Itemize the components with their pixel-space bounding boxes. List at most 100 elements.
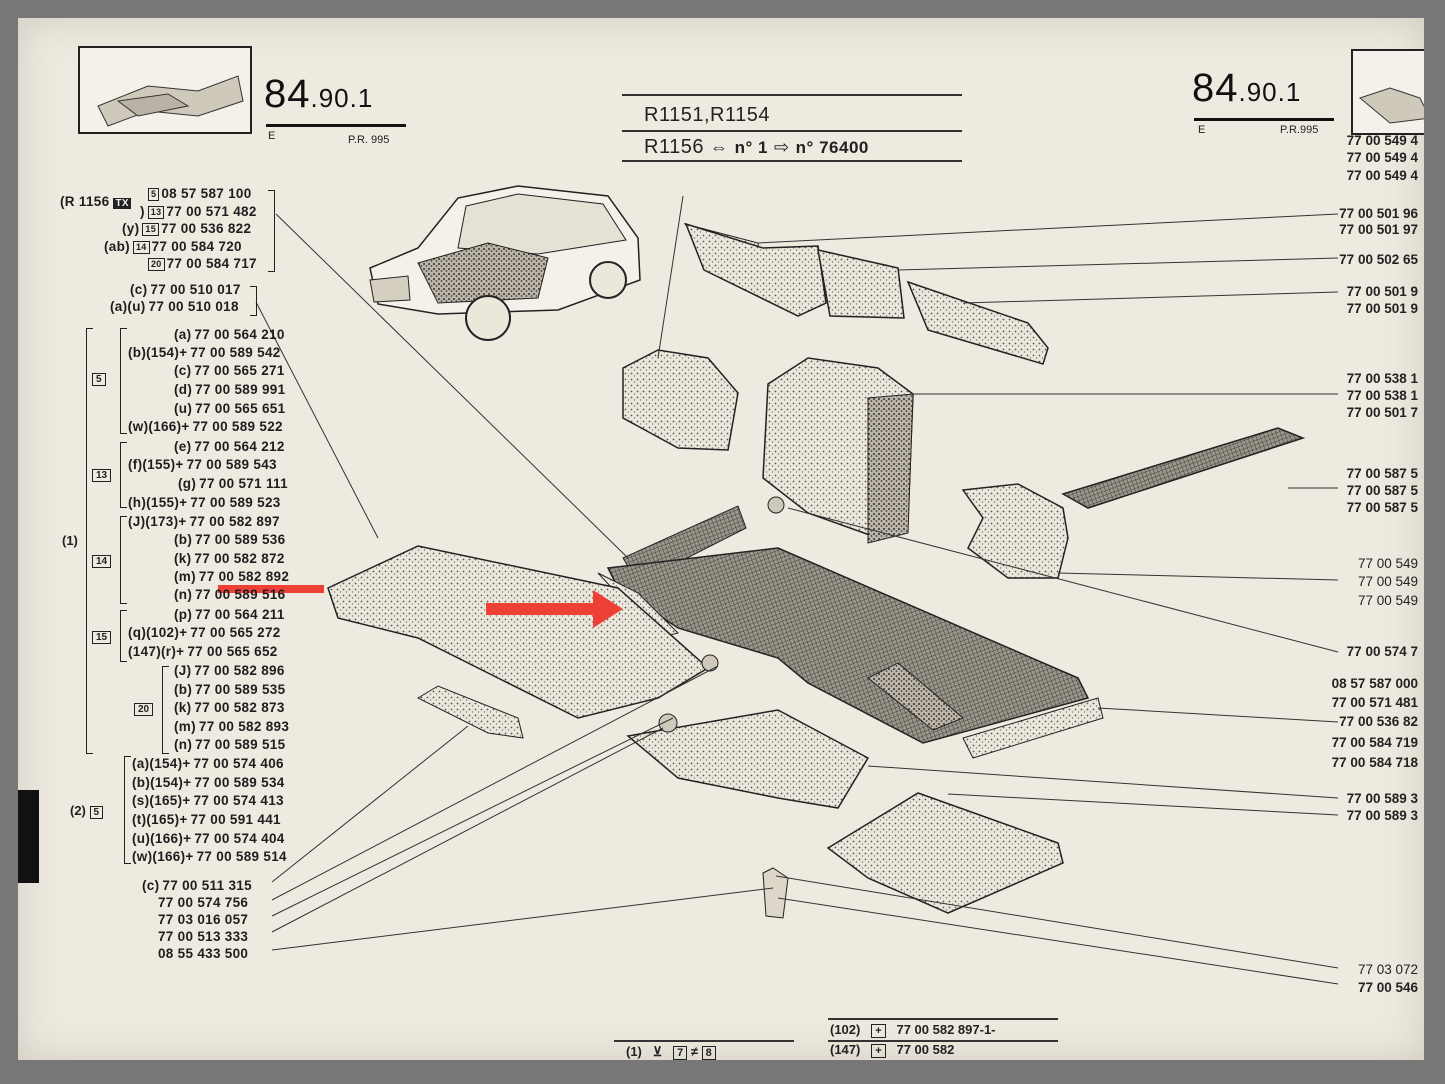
group-2-label: (2) 5	[70, 803, 104, 819]
section-number-left: 84.90.1	[264, 72, 374, 116]
car-illustration	[369, 185, 641, 341]
part-code: (a)(154)+77 00 574 406	[132, 756, 284, 771]
part-code-right: 77 00 584 718	[1331, 755, 1418, 770]
model-line-1: R1151,R1154	[644, 104, 770, 126]
part-code-right: 77 00 584 719	[1331, 735, 1418, 750]
brace	[124, 756, 131, 864]
part-code: (n)77 00 589 515	[174, 737, 286, 752]
qty-badge-5: 5	[92, 370, 106, 386]
part-code: (a)77 00 564 210	[174, 327, 285, 342]
part-code: (b)77 00 589 535	[174, 682, 286, 697]
part-code: (m)77 00 582 892	[174, 569, 290, 584]
footer-row: (102) + 77 00 582 897-1-	[830, 1022, 996, 1038]
part-code-right: 77 00 549 4	[1346, 150, 1418, 165]
model-rule-mid	[622, 130, 962, 132]
part-code: (k)77 00 582 873	[174, 700, 285, 715]
part-code-right: 77 00 587 5	[1346, 500, 1418, 515]
qty-badge-15: 15	[92, 628, 112, 644]
part-code-right: 77 00 549	[1357, 556, 1418, 571]
part-code-right: 77 00 501 7	[1346, 405, 1418, 420]
part-code: 77 00 513 333	[158, 929, 249, 944]
part-code: (d)77 00 589 991	[174, 382, 286, 397]
part-code-right: 77 00 538 1	[1346, 388, 1418, 403]
group-1-label: (1)	[62, 533, 78, 548]
part-code-right: 77 00 587 5	[1346, 483, 1418, 498]
footer-row: (147) + 77 00 582	[830, 1042, 955, 1058]
part-code-right: 77 00 589 3	[1346, 808, 1418, 823]
part-code: (147)(r)+77 00 565 652	[128, 644, 278, 659]
page-tab-marker	[18, 790, 39, 883]
part-code-right: 77 00 536 82	[1339, 714, 1418, 729]
section-thumbnail-left	[78, 46, 252, 134]
red-arrow-left	[218, 585, 324, 593]
red-arrow-right	[486, 590, 623, 628]
brace	[268, 190, 275, 272]
part-code: (g)77 00 571 111	[178, 476, 288, 491]
part-code-right: 77 00 538 1	[1346, 371, 1418, 386]
part-code-right: 77 00 501 9	[1346, 301, 1418, 316]
part-code: (a)(u)77 00 510 018	[110, 299, 239, 314]
model-rule-top	[622, 94, 962, 96]
part-code-right: 77 00 589 3	[1346, 791, 1418, 806]
part-code-right: 77 00 501 97	[1339, 222, 1418, 237]
pr-left: P.R. 995	[348, 134, 390, 146]
part-code-right: 77 00 571 481	[1331, 695, 1418, 710]
brace	[120, 610, 127, 662]
part-code-right: 77 00 546	[1357, 980, 1418, 995]
part-code: (J)(173)+77 00 582 897	[128, 514, 280, 529]
part-code: (b)77 00 589 536	[174, 532, 286, 547]
part-code: (e)77 00 564 212	[174, 439, 285, 454]
part-code: (u)77 00 565 651	[174, 401, 286, 416]
brace	[120, 516, 127, 604]
qty-badge-20: 20	[134, 700, 154, 716]
part-code: 77 00 574 756	[158, 895, 249, 910]
part-code-right: 08 57 587 000	[1331, 676, 1418, 691]
section-number-right: 84.90.1	[1192, 66, 1302, 110]
brace	[120, 328, 127, 434]
part-code-right: 77 00 501 96	[1339, 206, 1418, 221]
qty-badge-14: 14	[92, 552, 112, 568]
edition-left: E	[268, 130, 276, 142]
brace	[120, 442, 127, 508]
footer-rule	[828, 1040, 1058, 1042]
pr-right: P.R.995	[1280, 124, 1319, 136]
model-rule-bottom	[622, 160, 962, 162]
part-code: 08 55 433 500	[158, 946, 249, 961]
part-code: (q)(102)+77 00 565 272	[128, 625, 281, 640]
part-code: (c)77 00 511 315	[142, 878, 252, 893]
catalog-page: 84.90.1 E P.R. 995 R1151,R1154 R1156 ⇔ n…	[18, 18, 1424, 1060]
part-code: (w)(166)+77 00 589 514	[132, 849, 287, 864]
part-code: (n)77 00 589 516	[174, 587, 286, 602]
part-code: (c)77 00 565 271	[174, 363, 285, 378]
edition-right: E	[1198, 124, 1206, 136]
part-code: (J)77 00 582 896	[174, 663, 285, 678]
part-code-right: 77 00 502 65	[1339, 252, 1418, 267]
part-code-right: 77 00 574 7	[1346, 644, 1418, 659]
part-code-right: 77 00 587 5	[1346, 466, 1418, 481]
part-code: (c)77 00 510 017	[130, 282, 241, 297]
part-code: (b)(154)+77 00 589 534	[132, 775, 285, 790]
group-r1156-label: (R 1156 TX	[60, 194, 131, 209]
footer-legend: (1) ⊻ 7 ≠ 8	[626, 1044, 716, 1060]
part-code: (s)(165)+77 00 574 413	[132, 793, 284, 808]
part-code: (t)(165)+77 00 591 441	[132, 812, 281, 827]
section-thumbnail-right	[1351, 49, 1424, 135]
brace	[86, 328, 93, 754]
part-code-right: 77 00 549	[1357, 593, 1418, 608]
footer-rule	[828, 1018, 1058, 1020]
part-code: (m)77 00 582 893	[174, 719, 290, 734]
header-rule-left	[266, 124, 406, 127]
highlight-arrows	[218, 585, 623, 628]
part-code: (p)77 00 564 211	[174, 607, 285, 622]
part-code: (f)(155)+77 00 589 543	[128, 457, 277, 472]
part-code-right: 77 00 549	[1357, 574, 1418, 589]
qty-badge-13: 13	[92, 466, 112, 482]
part-code-right: 77 00 549 4	[1346, 168, 1418, 183]
model-line-2: R1156 ⇔ n° 1 ⇨ n° 76400	[644, 136, 869, 158]
brace	[162, 666, 169, 754]
brace	[250, 286, 257, 316]
